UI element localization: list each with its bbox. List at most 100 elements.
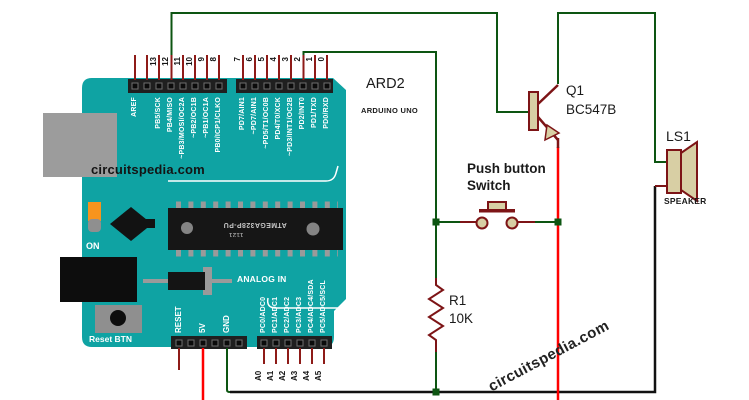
analog-bracket <box>266 297 350 309</box>
push-button-symbol <box>460 201 535 230</box>
junction-switch-right <box>554 218 562 226</box>
pin-number-2: 2 <box>293 57 302 62</box>
pin-label-pc0: PC0/ADC0 <box>260 296 267 333</box>
diode-body <box>168 272 205 290</box>
chip-part-label: ATMEGA328P-PU <box>223 221 287 228</box>
pin-label-pb1: ~PB1/OC1A <box>203 97 210 138</box>
pin-number-11: 11 <box>173 57 182 66</box>
analog-in-label: ANALOG IN <box>237 274 287 284</box>
pin-label-pd6: ~PD7/AIN1 <box>251 97 258 135</box>
pin-label-reset: RESET <box>174 306 183 333</box>
wire-collector-to-speaker <box>557 12 666 163</box>
speaker-symbol <box>655 140 698 203</box>
stubs-digital-left <box>134 55 220 80</box>
resistor-symbol <box>427 278 445 352</box>
pin-label-pc1: PC1/ADC1 <box>272 296 279 333</box>
pin-label-5v: 5V <box>198 323 207 333</box>
arduino-ref-label: ARD2 <box>366 76 405 92</box>
emitter-arrow <box>544 123 561 142</box>
pin-label-a4: A4 <box>302 370 311 381</box>
speaker-cone <box>680 140 698 203</box>
pin-label-pb3: ~PB3/MOSI/OC2A <box>179 97 186 159</box>
reset-btn-label: Reset BTN <box>89 334 132 344</box>
switch-label-line1: Push button <box>467 161 546 176</box>
pin-label-aref: AREF <box>131 97 138 117</box>
pin-number-13: 13 <box>149 57 158 66</box>
pin-label-pd3: ~PD3/INT1/OC2B <box>287 97 294 157</box>
junction-dots <box>432 218 562 396</box>
digital-header-left-pins <box>128 79 227 93</box>
pin-number-9: 9 <box>197 57 206 62</box>
green-wires <box>170 12 666 393</box>
usb-connector <box>43 113 117 177</box>
power-jack <box>60 257 137 302</box>
pin-number-10: 10 <box>185 57 194 66</box>
pin-label-pc4: PC4/ADC4/SDA <box>308 279 315 333</box>
collector-lead <box>537 84 559 105</box>
switch-terminal-left <box>475 216 489 230</box>
red-wires <box>201 147 560 400</box>
pin-label-pb4: PB4/MISO <box>167 97 174 133</box>
pin-label-pc3: PC3/ADC3 <box>296 296 303 333</box>
pin-label-pb0: PB0/ICP1/CLKO <box>215 97 222 153</box>
arduino-name-label: ARDUINO UNO <box>361 106 419 115</box>
chip-dot-right <box>306 222 320 236</box>
pin-number-6: 6 <box>245 57 254 62</box>
pin-label-pc2: PC2/ADC2 <box>284 296 291 333</box>
switch-label-line2: Switch <box>467 178 511 193</box>
speaker-type-label: SPEAKER <box>664 196 707 206</box>
chip-dot-left <box>181 222 193 234</box>
chip-code-label: 1121 <box>228 231 244 237</box>
switch-bar <box>479 209 515 213</box>
stubs-digital-right <box>242 55 328 80</box>
switch-cap <box>487 201 507 211</box>
pin-number-4: 4 <box>269 57 278 62</box>
wire-pin2-to-switch <box>302 51 437 278</box>
pin-label-pd0: PD0/RXD <box>323 97 330 129</box>
wire-ground-return <box>230 186 657 394</box>
junction-resistor-ground <box>432 388 440 396</box>
power-header-pins <box>171 336 247 349</box>
pin-number-3: 3 <box>281 57 290 62</box>
on-led <box>88 202 101 221</box>
pin-stubs <box>134 55 328 370</box>
diamond-logo <box>110 207 152 241</box>
on-led-base <box>88 219 101 232</box>
pin-label-a3: A3 <box>290 370 299 381</box>
pin-number-8: 8 <box>209 57 218 62</box>
reset-button-cap <box>110 310 126 326</box>
wire-gnd-pin <box>226 348 231 393</box>
pin-label-a2: A2 <box>278 370 287 381</box>
pin-label-a1: A1 <box>266 370 275 381</box>
pin-label-pd1: PD1/TXD <box>311 97 318 128</box>
wire-pin12-to-base <box>170 12 529 113</box>
pin-label-a0: A0 <box>254 370 263 381</box>
pin-number-1: 1 <box>305 57 314 62</box>
pin-label-pb2: ~PB2/OC1B <box>191 97 198 138</box>
switch-terminal-right <box>505 216 519 230</box>
transistor-part-label: BC547B <box>566 102 617 117</box>
analog-header-pins <box>257 336 332 349</box>
digital-header-right-pins <box>236 79 333 93</box>
pin-label-gnd: GND <box>222 315 231 333</box>
resistor-ref-label: R1 <box>449 293 467 308</box>
pin-label-pc5: PC5/ADC5/SCL <box>320 280 327 333</box>
pin-number-7: 7 <box>233 57 242 62</box>
stubs-analog <box>263 348 325 364</box>
pin-label-pd7: PD7/AIN1 <box>239 97 246 131</box>
base-bar <box>528 91 539 131</box>
on-led-label: ON <box>86 241 100 251</box>
pin-label-pb5: PB5/SCK <box>155 97 162 129</box>
resistor-value-label: 10K <box>449 311 474 326</box>
transistor-symbol <box>528 84 561 148</box>
pin-label-pd2: PD2/INT0 <box>299 97 306 130</box>
pin-label-a5: A5 <box>314 370 323 381</box>
pin-number-0: 0 <box>317 57 326 62</box>
pin-number-12: 12 <box>161 57 170 66</box>
pin-label-pd4: PD4/T0/XCK <box>275 97 282 140</box>
digital-bracket <box>168 165 339 182</box>
junction-switch-left <box>432 218 440 226</box>
diamond-square <box>146 219 155 228</box>
